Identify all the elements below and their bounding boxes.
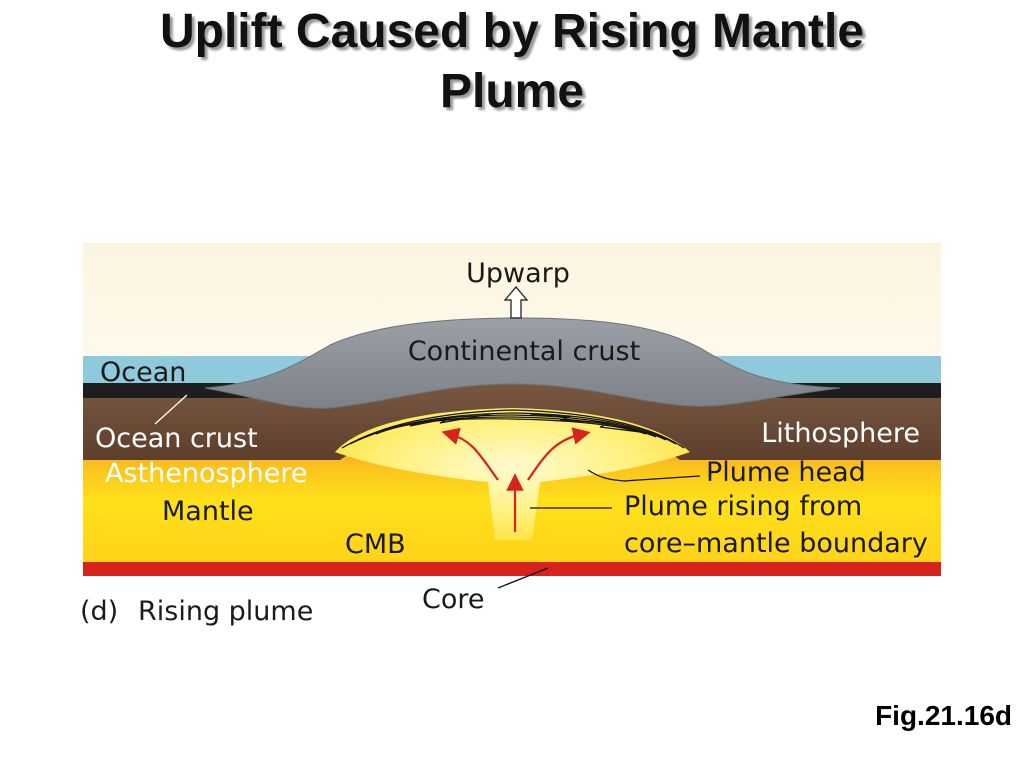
label-plume-head: Plume head — [706, 457, 866, 488]
upwarp-arrow-icon — [503, 285, 529, 319]
label-asthenosphere: Asthenosphere — [105, 458, 308, 489]
caption-letter: (d) — [80, 596, 118, 627]
label-ocean: Ocean — [100, 357, 186, 388]
title-line-2: Plume — [439, 65, 585, 118]
plume-head-melt-zone — [341, 409, 685, 482]
label-mantle: Mantle — [162, 496, 254, 527]
convection-arrows — [441, 427, 591, 532]
leader-plume-head — [623, 475, 701, 482]
label-upwarp: Upwarp — [466, 258, 570, 289]
caption-text: Rising plume — [138, 596, 313, 627]
leader-ocean-crust — [154, 394, 188, 425]
arrow-left-curve — [441, 427, 499, 481]
label-continental-crust: Continental crust — [408, 336, 640, 367]
title-line-1: Uplift Caused by Rising Mantle — [159, 5, 865, 58]
arrow-right-curve — [527, 427, 591, 481]
label-plume-rising-line2: core–mantle boundary — [624, 528, 928, 559]
leader-lines — [154, 394, 701, 589]
label-plume-rising-line1: Plume rising from — [624, 491, 862, 522]
label-ocean-crust: Ocean crust — [95, 423, 258, 454]
slide-title: Uplift Caused by Rising Mantle Plume — [0, 2, 1024, 122]
figure-label: Fig.21.16d — [875, 700, 1012, 731]
leader-core — [497, 567, 549, 589]
continental-crust — [204, 317, 841, 409]
label-lithosphere: Lithosphere — [761, 418, 920, 449]
label-cmb: CMB — [345, 529, 406, 560]
label-core: Core — [422, 584, 485, 615]
core-layer — [83, 562, 941, 576]
